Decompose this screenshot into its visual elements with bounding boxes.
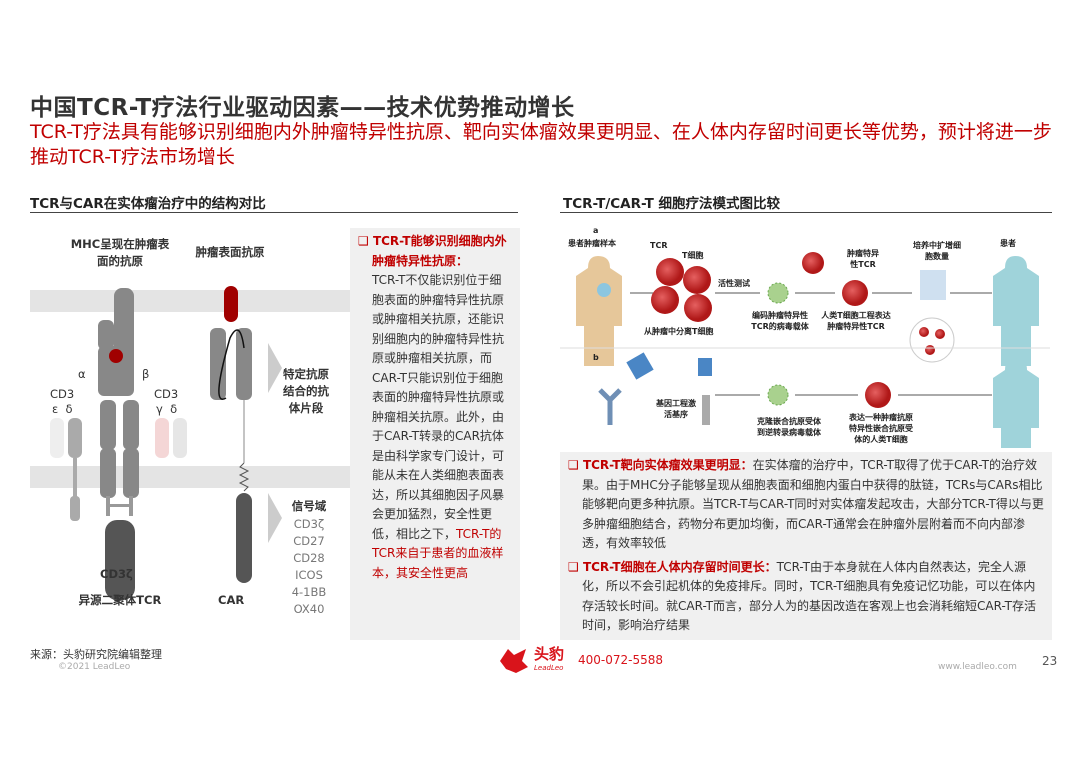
tcr-car-structure-diagram: MHC呈现在肿瘤表面的抗原 肿瘤表面抗原 α β CD3 ε δ CD3 γ δ… (30, 228, 350, 628)
isolate-label: 从肿瘤中分离T细胞 (644, 327, 714, 336)
cd3-zeta-label: CD3ζ (100, 567, 133, 581)
page-number: 23 (1042, 654, 1058, 668)
activity-test-label: 活性测试 (718, 279, 750, 288)
cd3-right-subunits: γ δ (156, 402, 178, 416)
signal-item: CD27 (293, 534, 325, 548)
tumor-surface-antigen-label: 肿瘤表面抗原 (195, 245, 265, 259)
workflow-illustration (560, 252, 1050, 448)
source-note: 来源：头豹研究院编辑整理 (30, 648, 162, 661)
point-body: 在实体瘤的治疗中，TCR-T取得了优于CAR-T的治疗效果。由于MHC分子能够呈… (582, 458, 1044, 550)
page-title: 中国TCR-T疗法行业驱动因素——技术优势推动增长 (30, 95, 575, 121)
left-heading-rule (30, 212, 518, 213)
antibody-fragment-label: 特定抗原结合的抗体片段 (283, 367, 329, 415)
leadleo-logo: 头豹 LeadLeo 400-072-5588 (498, 645, 663, 675)
bullet-icon: ❑ (568, 458, 583, 472)
viral-vector-label: 编码肿瘤特异性TCR的病毒载体 (751, 311, 809, 331)
left-section-heading: TCR与CAR在实体瘤治疗中的结构对比 (30, 196, 266, 212)
signal-item: OX40 (293, 602, 325, 616)
logo-text: 头豹 LeadLeo (534, 646, 564, 674)
tcr-recognition-box: ❑ TCR-T能够识别细胞内外肿瘤特异性抗原： TCR-T不仅能识别位于细胞表面… (350, 228, 520, 640)
gene-engineering-label: 基因工程激活基序 (656, 399, 696, 419)
right-heading-rule (560, 212, 1052, 213)
signal-domain-title: 信号域 (291, 499, 327, 513)
point-heading: TCR-T靶向实体瘤效果更明显： (582, 458, 753, 472)
specific-tcr-label: 肿瘤特异性TCR (847, 249, 879, 269)
signal-item: 4-1BB (291, 585, 327, 599)
box-body-wrap: TCR-T不仅能识别位于细胞表面的肿瘤特异性抗原或肿瘤相关抗原，还能识别细胞内的… (372, 271, 512, 583)
advantage-point-persistence: ❑ TCR-T细胞在人体内存留时间更长：TCR-T由于本身就在人体内自然表达，完… (568, 558, 1044, 636)
tcr-label: 异源二聚体TCR (78, 593, 162, 607)
cd3-left-label: CD3 (50, 387, 75, 401)
car-label: CAR (218, 593, 245, 607)
logo-cn: 头豹 (534, 645, 565, 663)
engineered-tcell-label: 人类T细胞工程表达肿瘤特异性TCR (821, 311, 891, 331)
advantages-box: ❑ TCR-T靶向实体瘤效果更明显：在实体瘤的治疗中，TCR-T取得了优于CAR… (560, 452, 1052, 640)
advantage-point-solid-tumor: ❑ TCR-T靶向实体瘤效果更明显：在实体瘤的治疗中，TCR-T取得了优于CAR… (568, 456, 1044, 554)
point-heading: TCR-T细胞在人体内存留时间更长： (582, 559, 777, 574)
website: www.leadleo.com (938, 662, 1017, 672)
clone-car-label: 克隆嵌合抗原受体到逆转录病毒载体 (757, 417, 821, 437)
cd3-left-subunits: ε δ (52, 402, 73, 416)
expand-label: 培养中扩增细胞数量 (913, 241, 961, 261)
page-subtitle: TCR-T疗法具有能够识别细胞内外肿瘤特异性抗原、靶向实体瘤效果更明显、在人体内… (30, 121, 1052, 168)
point-body: TCR-T由于本身就在人体内自然表达，完全人源化，所以不会引起机体的免疫排斥。同… (582, 559, 1036, 633)
bullet-icon: ❑ (568, 559, 583, 574)
right-section-heading: TCR-T/CAR-T 细胞疗法模式图比较 (563, 196, 781, 212)
box-body: TCR-T不仅能识别位于细胞表面的肿瘤特异性抗原或肿瘤相关抗原，还能识别细胞内的… (372, 273, 505, 541)
tcr-label-fig: TCR (650, 241, 668, 250)
patient-sample-label: 患者肿瘤样本 (568, 239, 616, 248)
box-heading: TCR-T能够识别细胞内外肿瘤特异性抗原： (372, 234, 507, 268)
cd3-right-label: CD3 (154, 387, 179, 401)
structure-illustration (30, 286, 350, 600)
car-tcell-label: 表达一种肿瘤抗原特异性嵌合抗原受体的人类T细胞 (849, 413, 913, 444)
beta-chain-label: β (142, 367, 150, 381)
tcell-label: T细胞 (682, 251, 704, 260)
signal-item: ICOS (295, 568, 323, 582)
panel-a-label: a (593, 226, 599, 235)
copyright: ©2021 LeadLeo (58, 662, 131, 672)
therapy-workflow-figure: a 患者肿瘤样本 TCR T细胞 从肿瘤中分离T细胞 活性测试 编码肿瘤特异性T… (560, 220, 1055, 450)
phone-number: 400-072-5588 (578, 653, 664, 667)
bullet-icon: ❑ (358, 234, 373, 248)
patient-label: 患者 (1000, 239, 1016, 248)
signal-item: CD28 (293, 551, 325, 565)
alpha-chain-label: α (78, 367, 86, 381)
box-highlight: TCR-T的TCR来自于患者的血液样本，其安全性更高 (372, 526, 504, 580)
panel-b-label: b (593, 353, 599, 362)
mhc-antigen-label: MHC呈现在肿瘤表面的抗原 (70, 237, 170, 268)
signal-item: CD3ζ (293, 517, 325, 531)
logo-en: LeadLeo (534, 664, 564, 672)
leopard-logo-icon (500, 649, 528, 673)
signal-domain-list: CD3ζ CD27 CD28 ICOS 4-1BB OX40 (286, 516, 332, 618)
